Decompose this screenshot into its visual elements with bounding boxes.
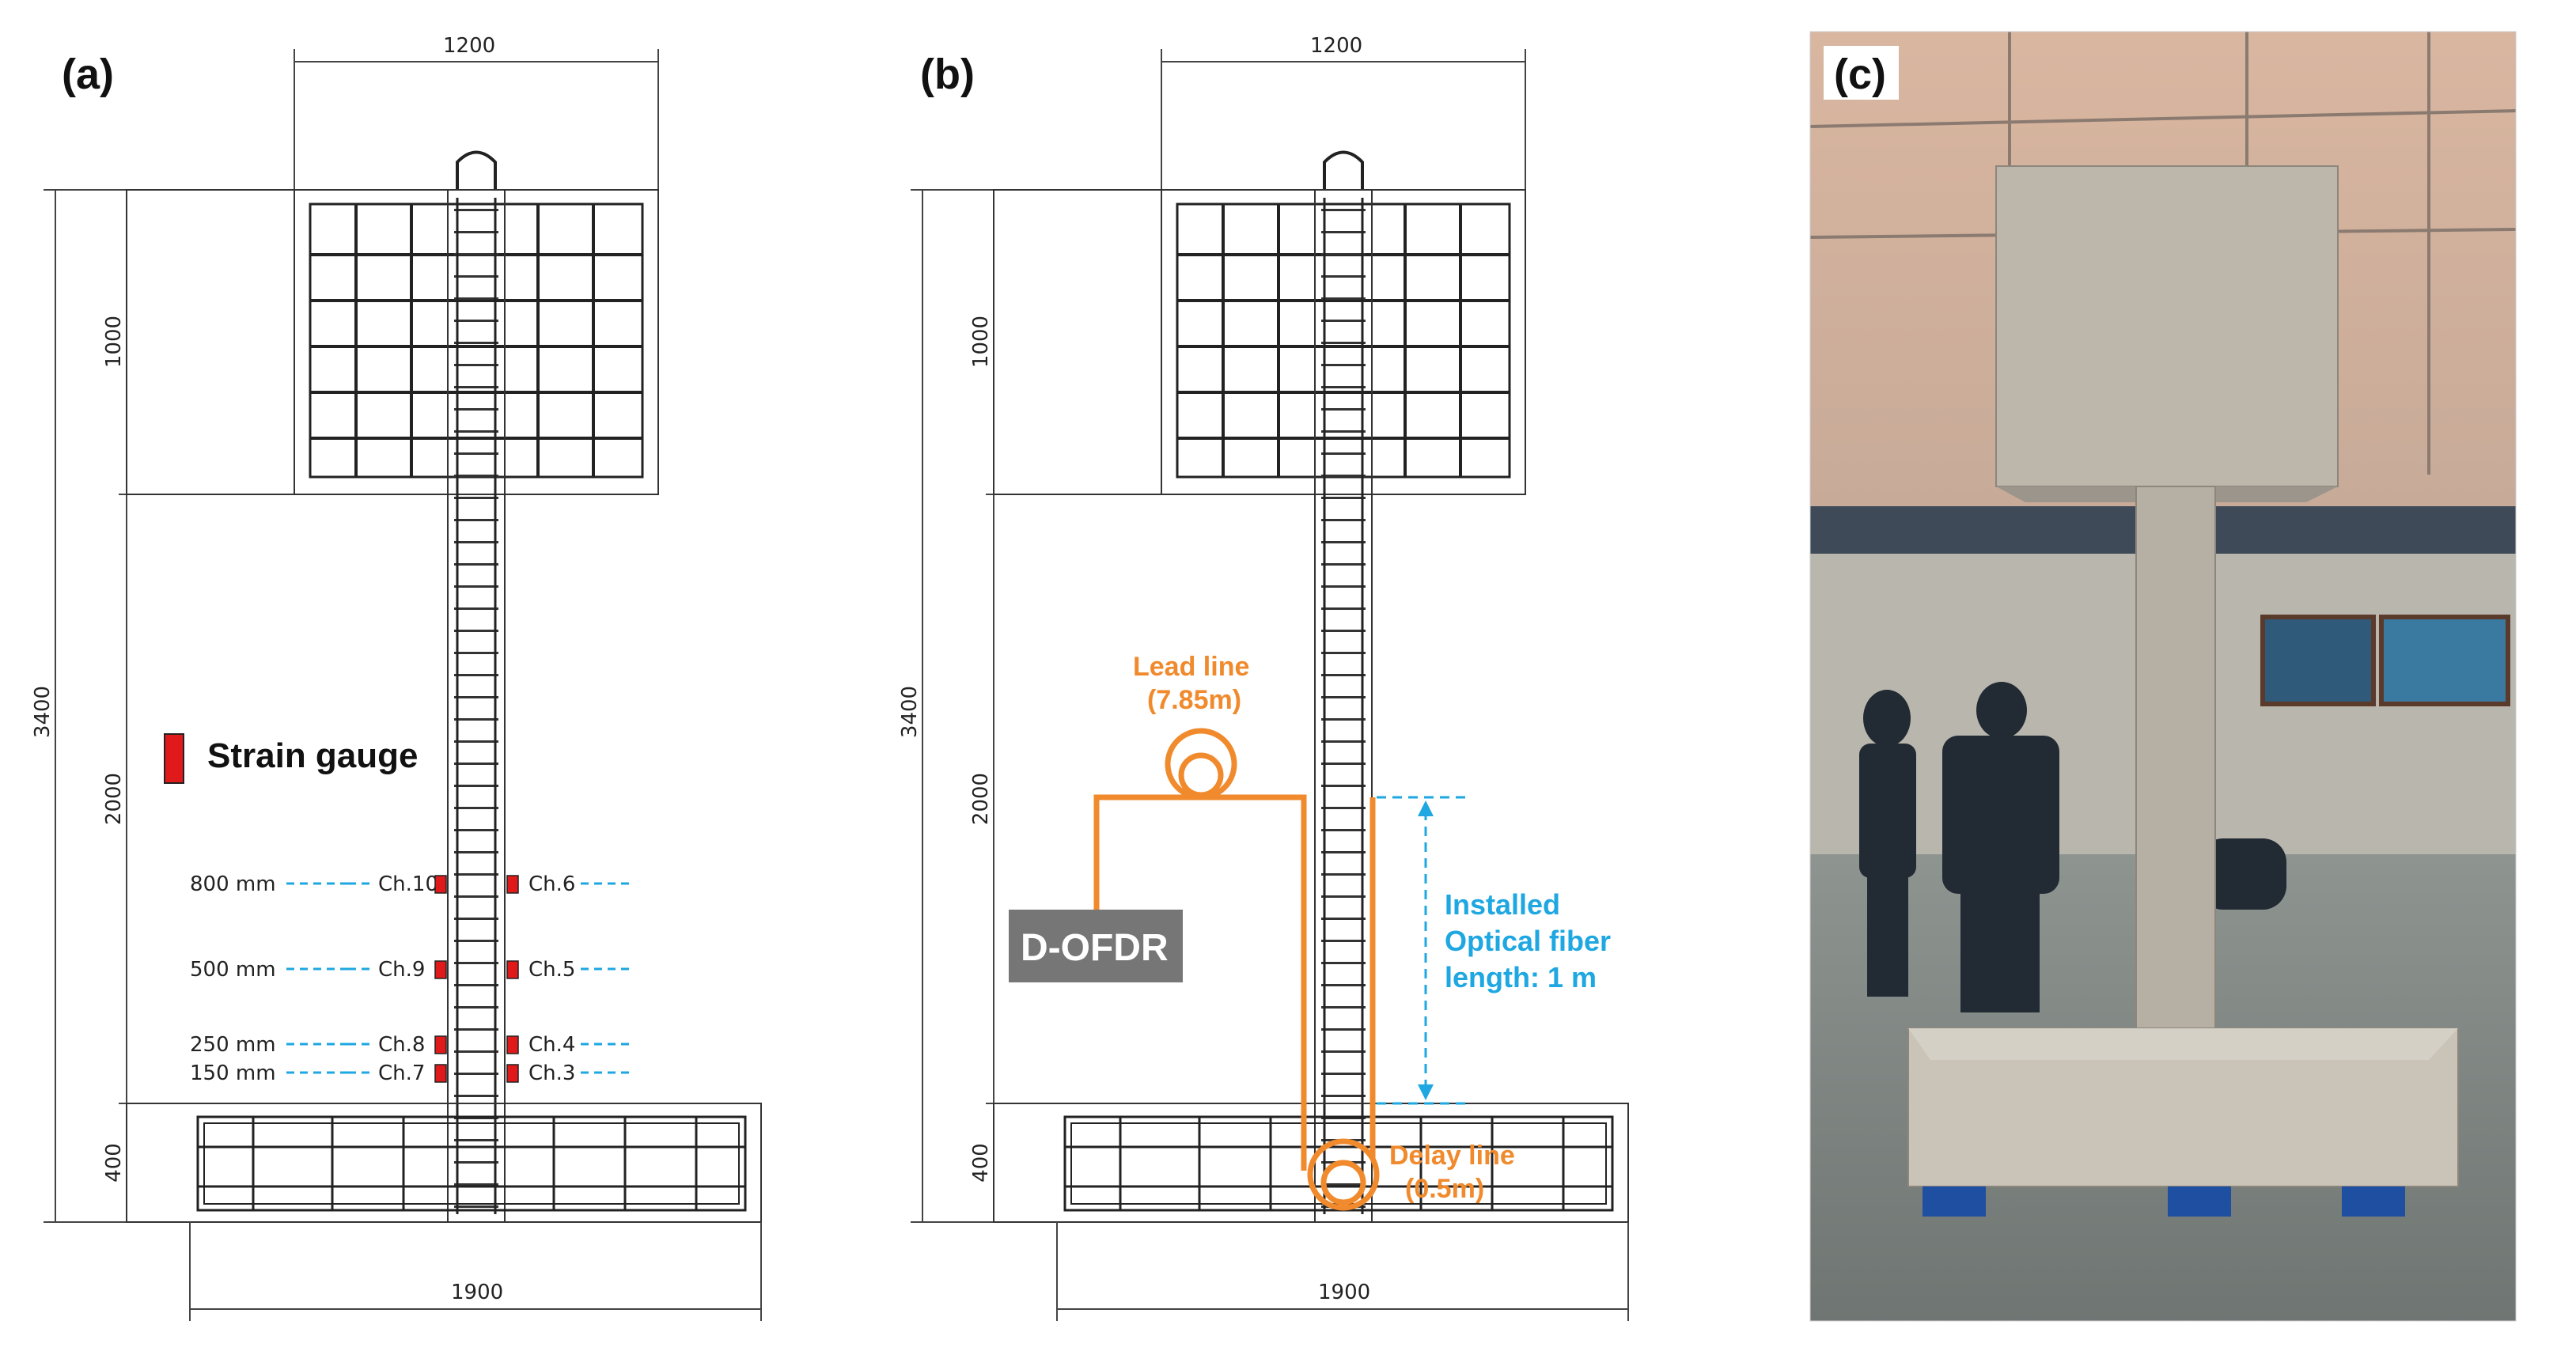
gauge-row: 250 mm Ch.8 Ch.4	[190, 1033, 633, 1057]
delay-line-title: Delay line	[1389, 1141, 1515, 1171]
column-b	[1314, 189, 1373, 1223]
gauge-right-channel: Ch.6	[528, 872, 575, 896]
head-block-b	[993, 150, 1526, 495]
gauge-right-channel: Ch.5	[528, 958, 575, 982]
strain-gauge-left	[434, 1064, 447, 1083]
gauge-left-channel: Ch.10	[378, 872, 438, 896]
gauge-left-channel: Ch.9	[378, 958, 425, 982]
panel-a: (a) 1200 3400 1000 2000 400	[31, 34, 762, 1321]
dim-base-height-label-b: 400	[969, 1143, 993, 1183]
dim-bottom-width-label: 1900	[451, 1281, 503, 1304]
gauge-height-label: 500 mm	[190, 958, 276, 982]
strain-gauge-right	[506, 1035, 519, 1054]
gauge-height-label: 800 mm	[190, 872, 276, 896]
gauge-height-label: 150 mm	[190, 1062, 276, 1085]
panel-c-label-box	[1824, 46, 1899, 100]
dim-top-width-b	[1161, 49, 1526, 190]
dim-bottom-width-label-b: 1900	[1318, 1281, 1370, 1304]
panel-a-label: (a)	[62, 51, 114, 98]
dim-top-width-label-b: 1200	[1310, 34, 1362, 58]
d-ofdr-label: D-OFDR	[1021, 927, 1169, 969]
strain-gauge-left	[434, 960, 447, 979]
gauge-height-label: 250 mm	[190, 1033, 276, 1057]
optical-fiber-path	[1093, 728, 1380, 1211]
dim-head-height-label: 1000	[102, 316, 126, 368]
panel-b: (b) 1200 3400 1000 2000 400	[898, 34, 1629, 1321]
gauge-row: 800 mm Ch.10 Ch.6	[190, 872, 633, 896]
delay-line-value: (0.5m)	[1405, 1174, 1484, 1204]
dim-top-width	[294, 49, 659, 190]
gauge-row: 500 mm Ch.9 Ch.5	[190, 958, 633, 982]
dim-column-height-label-b: 2000	[969, 773, 993, 825]
bridge-poster-left	[2260, 615, 2376, 706]
panel-b-label: (b)	[920, 51, 975, 98]
strain-gauge-left	[434, 875, 447, 894]
people	[1859, 682, 2286, 1012]
panel-c-label: (c)	[1834, 51, 1886, 98]
gauge-right-channel: Ch.4	[528, 1033, 575, 1057]
gauge-row: 150 mm Ch.7 Ch.3	[190, 1062, 633, 1085]
strain-gauge-legend-label: Strain gauge	[207, 736, 419, 775]
dim-head-height-label-b: 1000	[969, 316, 993, 368]
gauge-right-channel: Ch.3	[528, 1062, 575, 1085]
dim-column-height-label: 2000	[102, 773, 126, 825]
bridge-poster-right	[2379, 615, 2510, 706]
dim-bottom-width	[189, 1222, 762, 1321]
base-block	[126, 1103, 762, 1223]
gauge-left-channel: Ch.7	[378, 1062, 425, 1085]
strain-gauge-right	[506, 875, 519, 894]
installed-label-2: Optical fiber	[1445, 925, 1611, 957]
gauge-left-channel: Ch.8	[378, 1033, 425, 1057]
dim-top-width-label: 1200	[443, 34, 495, 58]
column	[447, 189, 506, 1223]
specimen	[1907, 165, 2459, 1217]
lead-line-title: Lead line	[1133, 652, 1249, 682]
strain-gauge-legend-icon	[164, 733, 184, 784]
lead-line-value: (7.85m)	[1147, 685, 1241, 715]
head-block	[126, 150, 659, 495]
d-ofdr-device	[1009, 910, 1183, 982]
arrow-up-icon	[1418, 800, 1434, 816]
arrow-down-icon	[1418, 1084, 1434, 1100]
panel-c-photo: (c)	[1809, 31, 2517, 1322]
dim-bottom-width-b	[1056, 1222, 1629, 1321]
strain-gauge-right	[506, 960, 519, 979]
dim-total-height-label-b: 3400	[898, 686, 922, 738]
dim-base-height-label: 400	[102, 1143, 126, 1183]
dim-total-height-label: 3400	[31, 686, 55, 738]
strain-gauge-right	[506, 1064, 519, 1083]
installed-length-marker	[1377, 796, 1472, 1105]
installed-label-1: Installed	[1445, 888, 1560, 921]
installed-label-3: length: 1 m	[1445, 961, 1597, 993]
strain-gauge-left	[434, 1035, 447, 1054]
